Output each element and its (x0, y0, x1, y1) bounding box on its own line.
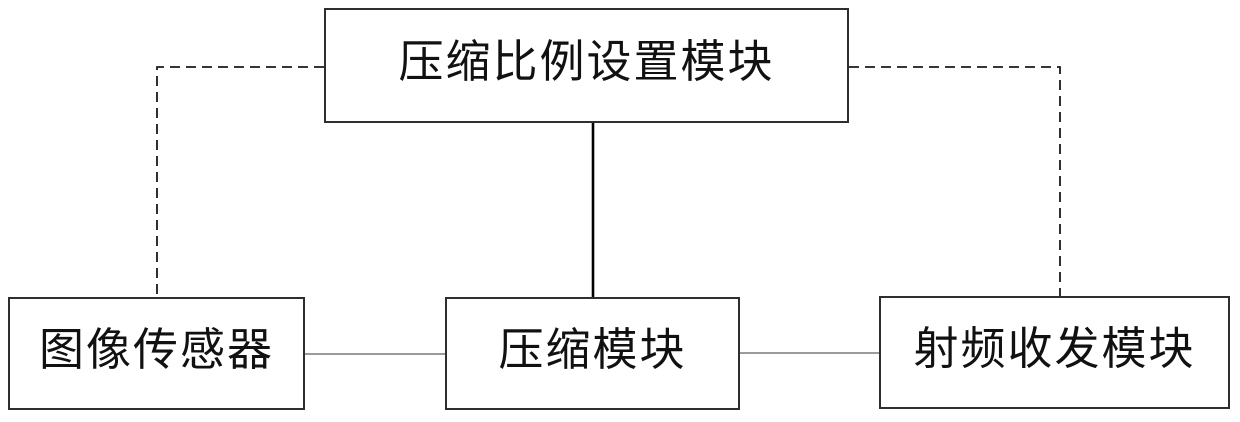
block-label: 图像传感器 (38, 325, 274, 375)
block-label: 压缩比例设置模块 (398, 37, 775, 87)
block-label: 射频收发模块 (913, 324, 1196, 374)
dashed-connector-top-to-rf-transceiver (849, 66, 1061, 296)
block-rf-transceiver-module: 射频收发模块 (879, 296, 1230, 409)
block-compression-module: 压缩模块 (445, 297, 740, 410)
block-compression-ratio-setting-module: 压缩比例设置模块 (324, 8, 849, 123)
block-label: 压缩模块 (498, 325, 687, 375)
block-image-sensor: 图像传感器 (8, 297, 305, 410)
dashed-connector-top-to-image-sensor (156, 66, 324, 297)
